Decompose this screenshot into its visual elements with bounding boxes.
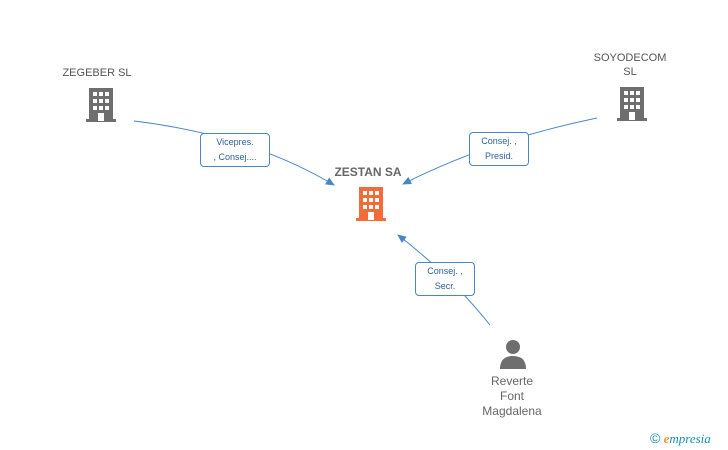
node-label-zestan: ZESTAN SA [318,165,418,179]
node-label-line: Reverte [490,374,534,388]
edge-label-line: Consej. , [427,266,463,276]
node-label-person: Reverte Font Magdalena [462,374,562,419]
node-label-zegeber: ZEGEBER SL [46,66,148,80]
empresia-logo-text: mpresia [669,431,711,446]
node-label-line: Magdalena [482,404,542,418]
node-label-line: ZESTAN SA [334,165,402,179]
building-icon-soyodecom[interactable] [617,85,647,121]
person-icon[interactable] [499,339,527,369]
node-label-soyodecom: SOYODECOM SL [580,51,680,79]
building-icon-zegeber[interactable] [86,86,116,122]
node-label-line: SL [623,66,637,78]
edge-label-line: Vicepres. [216,137,254,147]
copyright-symbol: © [650,430,661,446]
edge-label-line: , Consej.... [213,152,257,162]
edge-label-soyodecom-zestan[interactable]: Consej. , Presid. [469,132,529,166]
node-label-line: SOYODECOM [593,52,667,64]
building-icon-zestan[interactable] [355,185,387,221]
edge-label-line: Presid. [484,151,513,161]
node-label-line: Font [499,389,524,403]
node-label-line: ZEGEBER SL [62,67,132,79]
edge-label-person-zestan[interactable]: Consej. , Secr. [415,262,475,296]
edge-label-line: Consej. , [481,136,517,146]
edge-label-zegeber-zestan[interactable]: Vicepres. , Consej.... [200,133,270,167]
edge-label-line: Secr. [434,281,456,291]
empresia-watermark: © empresia [650,430,711,447]
empresia-logo-initial: e [663,431,670,446]
